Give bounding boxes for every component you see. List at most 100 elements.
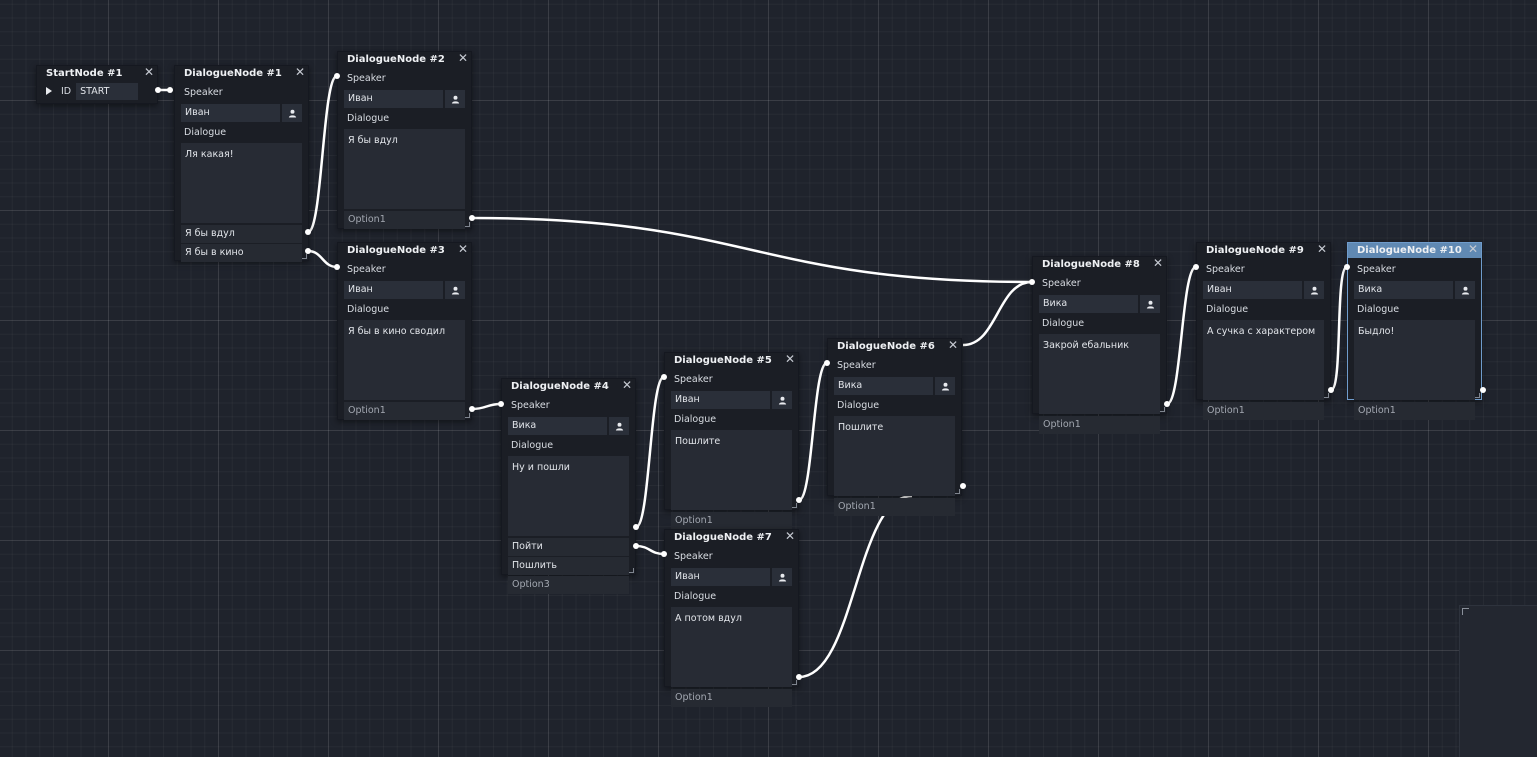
speaker-select-button[interactable] <box>935 377 955 395</box>
minimap-resize-icon[interactable] <box>1462 608 1469 615</box>
speaker-select-button[interactable] <box>1140 295 1160 313</box>
connection-port[interactable] <box>796 497 802 503</box>
dialogue-text-area[interactable]: Пошлите <box>671 430 792 510</box>
connection-port[interactable] <box>1480 387 1486 393</box>
resize-handle-icon[interactable] <box>465 222 470 227</box>
speaker-select-button[interactable] <box>445 90 465 108</box>
node-title[interactable]: DialogueNode #4✕ <box>502 379 635 394</box>
close-icon[interactable]: ✕ <box>1316 242 1327 256</box>
close-icon[interactable]: ✕ <box>457 51 468 65</box>
resize-handle-icon[interactable] <box>1475 393 1480 398</box>
close-icon[interactable]: ✕ <box>947 338 958 352</box>
speaker-select-button[interactable] <box>445 281 465 299</box>
node-title[interactable]: DialogueNode #5✕ <box>665 353 798 368</box>
connection-port[interactable] <box>661 374 667 380</box>
connection-port[interactable] <box>960 483 966 489</box>
option-field[interactable]: Option1 <box>834 498 955 516</box>
play-icon[interactable] <box>46 87 52 95</box>
dialogue-text-area[interactable]: Пошлите <box>834 416 955 496</box>
node-title[interactable]: DialogueNode #10✕ <box>1348 243 1481 258</box>
node-title[interactable]: DialogueNode #8✕ <box>1033 257 1166 272</box>
node-title[interactable]: DialogueNode #3✕ <box>338 243 471 258</box>
connection-port[interactable] <box>334 73 340 79</box>
close-icon[interactable]: ✕ <box>621 378 632 392</box>
connection-wire[interactable] <box>962 280 1033 347</box>
connection-port[interactable] <box>334 264 340 270</box>
connection-wire[interactable] <box>1166 265 1197 406</box>
option-field[interactable]: Я бы в кино <box>181 244 302 262</box>
speaker-select-button[interactable] <box>282 104 302 122</box>
speaker-field[interactable]: Вика <box>1354 281 1453 299</box>
node-title[interactable]: DialogueNode #9✕ <box>1197 243 1330 258</box>
speaker-select-button[interactable] <box>772 568 792 586</box>
connection-wire[interactable] <box>797 361 829 502</box>
connection-port[interactable] <box>1328 387 1334 393</box>
speaker-field[interactable]: Вика <box>508 417 607 435</box>
speaker-field[interactable]: Иван <box>671 568 770 586</box>
connection-wire[interactable] <box>471 402 502 411</box>
resize-handle-icon[interactable] <box>792 503 797 508</box>
option-field[interactable]: Option3 <box>508 576 629 594</box>
speaker-field[interactable]: Вика <box>1039 295 1138 313</box>
node-title[interactable]: StartNode #1✕ <box>37 66 157 81</box>
close-icon[interactable]: ✕ <box>457 242 468 256</box>
node-title[interactable]: DialogueNode #1✕ <box>175 66 308 81</box>
option-field[interactable]: Я бы вдул <box>181 225 302 243</box>
connection-wire[interactable] <box>306 74 339 234</box>
speaker-select-button[interactable] <box>609 417 629 435</box>
resize-handle-icon[interactable] <box>955 489 960 494</box>
dialogue-text-area[interactable]: Ля какая! <box>181 143 302 223</box>
option-field[interactable]: Option1 <box>671 689 792 707</box>
speaker-select-button[interactable] <box>772 391 792 409</box>
connection-port[interactable] <box>167 87 173 93</box>
close-icon[interactable]: ✕ <box>1152 256 1163 270</box>
connection-port[interactable] <box>824 360 830 366</box>
connection-port[interactable] <box>1164 401 1170 407</box>
connection-wire[interactable] <box>307 249 338 269</box>
speaker-field[interactable]: Иван <box>181 104 280 122</box>
connection-port[interactable] <box>661 551 667 557</box>
speaker-field[interactable]: Иван <box>1203 281 1302 299</box>
connection-wire[interactable] <box>1329 265 1349 392</box>
speaker-field[interactable]: Иван <box>344 281 443 299</box>
connection-wire[interactable] <box>634 375 666 529</box>
speaker-field[interactable]: Вика <box>834 377 933 395</box>
minimap[interactable] <box>1459 605 1537 757</box>
connection-wire[interactable] <box>798 494 913 679</box>
connection-port[interactable] <box>1029 279 1035 285</box>
dialogue-text-area[interactable]: Я бы в кино сводил <box>344 320 465 400</box>
connection-port[interactable] <box>469 406 475 412</box>
connection-port[interactable] <box>305 248 311 254</box>
connection-port[interactable] <box>469 215 475 221</box>
resize-handle-icon[interactable] <box>302 254 307 259</box>
dialogue-text-area[interactable]: Ну и пошли <box>508 456 629 536</box>
close-icon[interactable]: ✕ <box>1467 242 1478 256</box>
option-field[interactable]: Option1 <box>1354 402 1475 420</box>
connection-port[interactable] <box>1344 264 1350 270</box>
dialogue-text-area[interactable]: Я бы вдул <box>344 129 465 209</box>
option-field[interactable]: Option1 <box>344 211 465 229</box>
connection-port[interactable] <box>1193 264 1199 270</box>
option-field[interactable]: Option1 <box>344 402 465 420</box>
dialogue-text-area[interactable]: А потом вдул <box>671 607 792 687</box>
resize-handle-icon[interactable] <box>1160 407 1165 412</box>
connection-port[interactable] <box>305 229 311 235</box>
connection-port[interactable] <box>796 674 802 680</box>
node-title[interactable]: DialogueNode #6✕ <box>828 339 961 354</box>
option-field[interactable]: Option1 <box>671 512 792 530</box>
close-icon[interactable]: ✕ <box>784 529 795 543</box>
close-icon[interactable]: ✕ <box>294 65 305 79</box>
option-field[interactable]: Пошлить <box>508 557 629 575</box>
option-field[interactable]: Option1 <box>1039 416 1160 434</box>
